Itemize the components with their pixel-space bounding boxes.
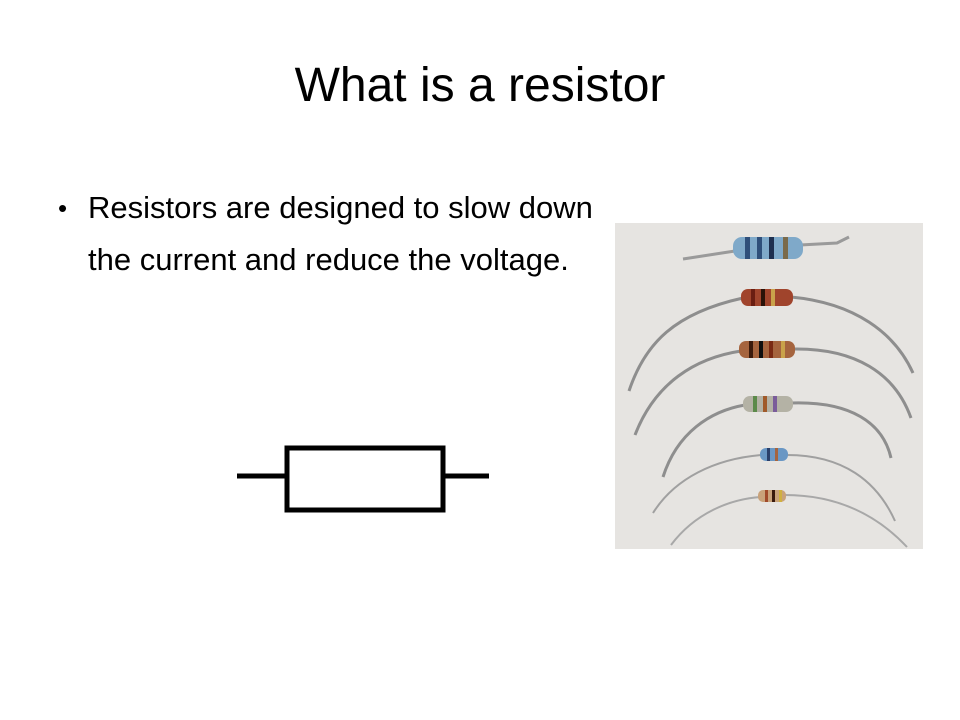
resistor-2-body	[741, 289, 793, 306]
resistor-4-body	[743, 396, 793, 412]
bullet-dot-icon: •	[58, 193, 68, 223]
resistor-circuit-symbol-icon	[237, 445, 489, 513]
resistors-photo	[615, 223, 923, 549]
slide-title: What is a resistor	[294, 59, 666, 112]
bullet-text: Resistors are designed to slow down the …	[88, 190, 593, 277]
bullet-item: • Resistors are designed to slow down th…	[58, 182, 628, 286]
resistor-1-body	[733, 237, 803, 259]
resistor-6-body	[758, 490, 786, 502]
resistor-3-body	[739, 341, 795, 358]
resistor-5-body	[760, 448, 788, 461]
bullet-list: • Resistors are designed to slow down th…	[58, 182, 628, 286]
